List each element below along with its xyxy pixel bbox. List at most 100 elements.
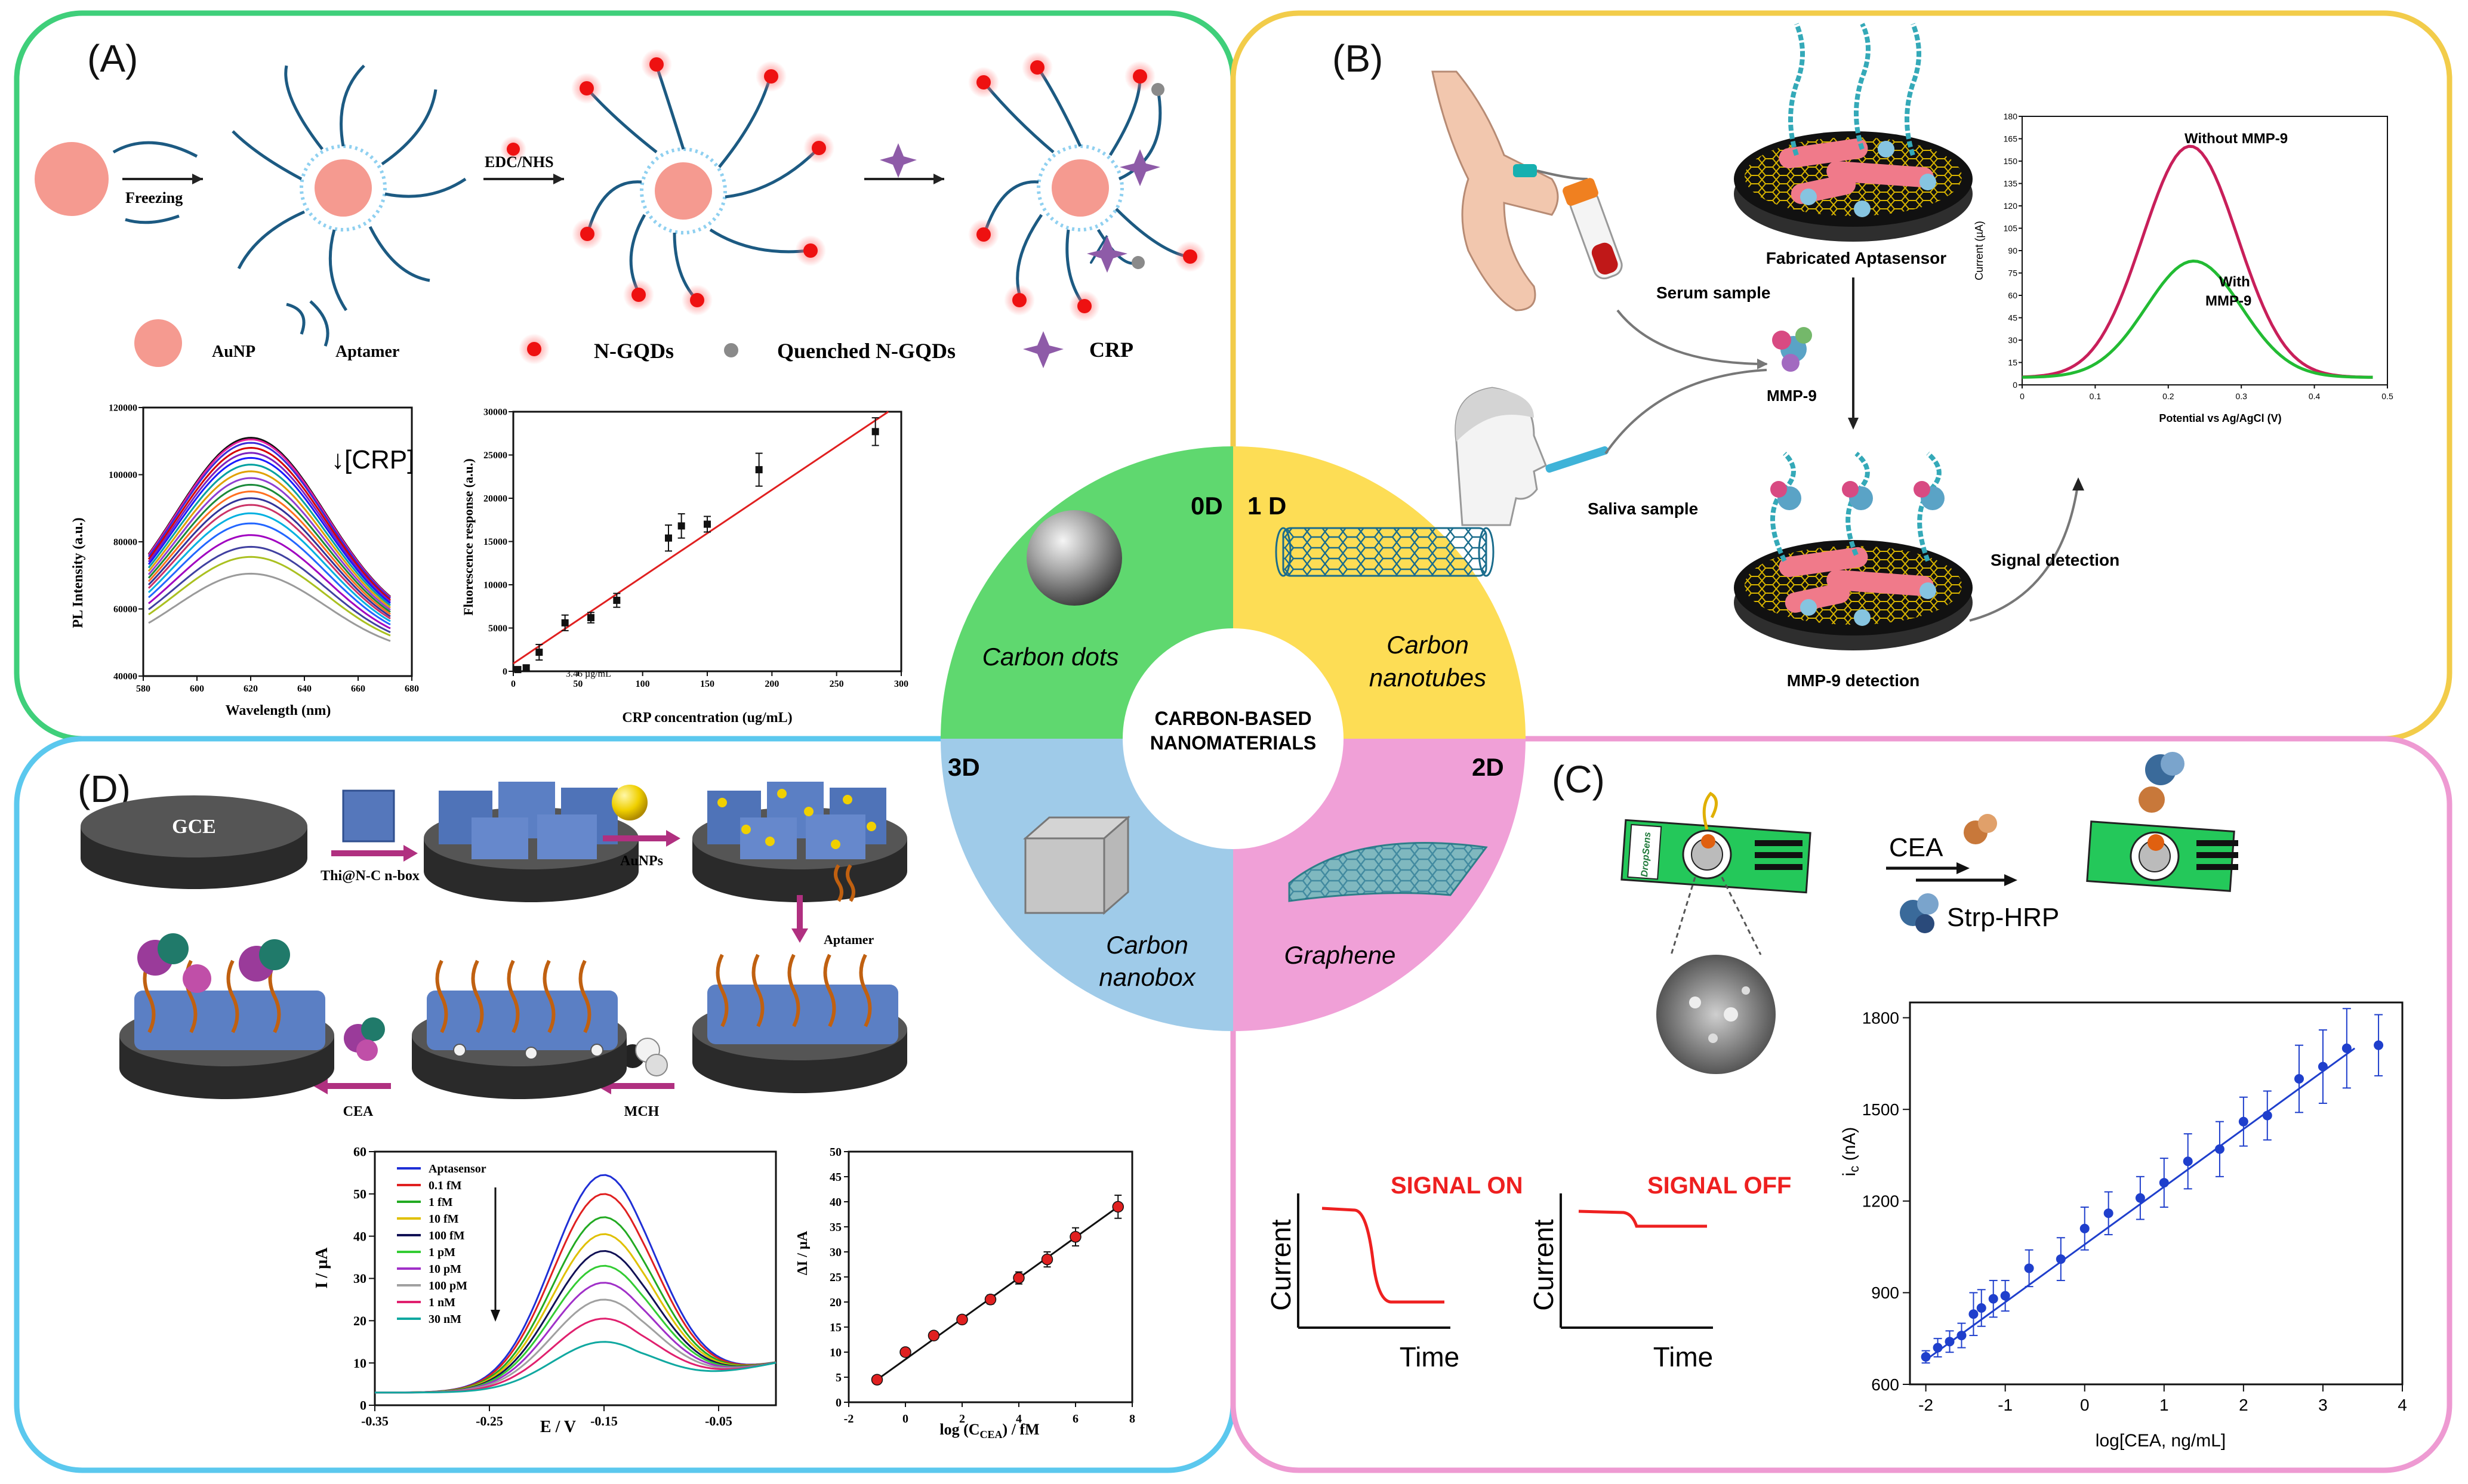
y-tick-label: 75	[2008, 268, 2017, 277]
y-tick-label: 50	[830, 1146, 842, 1159]
pl-spectrum-line	[148, 534, 391, 630]
crp-star	[1120, 149, 1160, 186]
x-tick-label: 620	[244, 684, 258, 694]
dpv-series-line	[2022, 144, 2373, 379]
concentration-arrowhead	[491, 1310, 500, 1322]
cea-linear-ylabel: ΔI / µA	[795, 1230, 811, 1275]
time-xlabel-2: Time	[1653, 1341, 1714, 1372]
y-tick-label: 5000	[488, 624, 507, 634]
data-point	[2374, 1040, 2384, 1050]
x-tick-label: -2	[1918, 1396, 1933, 1414]
strp-hrp-label: Strp-HRP	[1947, 903, 2059, 932]
panel-c-label: (C)	[1552, 758, 1605, 801]
x-tick-label: -0.05	[705, 1414, 732, 1429]
free-aptamer-mid	[309, 300, 329, 347]
x-tick-label: 6	[1073, 1412, 1079, 1426]
legend-aunp: AuNP	[212, 343, 255, 361]
y-tick-label: 30	[830, 1246, 842, 1259]
data-point	[871, 428, 879, 436]
legend-ngqd-icon	[527, 342, 541, 356]
x-tick-label: -2	[844, 1412, 854, 1426]
x-tick-label: -1	[1998, 1396, 2013, 1414]
panel-a-label: (A)	[87, 37, 138, 80]
pl-spectrum-line	[147, 477, 391, 611]
pl-spectrum-line	[147, 512, 391, 622]
cea-dpv-ylabel: I / µA	[313, 1247, 331, 1289]
ngqd-dots-2	[968, 52, 1206, 322]
data-point	[535, 649, 543, 656]
pl-spectrum-line	[147, 452, 391, 603]
panel-b-label: (B)	[1332, 37, 1383, 80]
cea-dpv-xlabel: E / V	[540, 1418, 576, 1436]
panel-b-scheme: Serum sample Saliva sample MMP-9	[1431, 23, 2119, 690]
screen-printed-electrode-result	[2086, 752, 2238, 892]
pl-xlabel: Wavelength (nm)	[226, 703, 331, 718]
carbon-nanobox-label-1: Carbon	[1106, 931, 1188, 959]
data-point	[984, 1294, 997, 1306]
y-tick-label: 15	[2008, 357, 2017, 367]
data-point	[2262, 1110, 2272, 1121]
time-xlabel-1: Time	[1400, 1341, 1460, 1372]
data-point	[899, 1346, 911, 1358]
cea-label-c: CEA	[1889, 833, 1943, 862]
y-tick-label: 15000	[483, 537, 507, 547]
edc-nhs-label: EDC/NHS	[485, 153, 554, 171]
quadrant-0d-label: 0D	[1191, 492, 1223, 520]
pl-spectrum-line	[147, 438, 391, 598]
center-wheel: 0D 1 D 3D 2D CARBON-BASED NANOMATERIALS …	[941, 446, 1526, 1031]
y-tick-label: 120000	[109, 403, 137, 414]
freezing-label: Freezing	[125, 189, 183, 206]
thi-label: Thi@N-C n-box	[321, 868, 420, 884]
data-point	[1956, 1331, 1967, 1341]
blood-tube-cap	[1563, 178, 1598, 206]
y-tick-label: 180	[2004, 112, 2018, 121]
carbon-nanobox-label-2: nanobox	[1099, 963, 1196, 991]
legend-aptamer: Aptamer	[335, 343, 399, 361]
pl-spectrum-line	[147, 446, 391, 601]
without-mmp9-label: Without MMP-9	[2184, 131, 2288, 147]
x-tick-label: -0.35	[361, 1414, 389, 1429]
data-point	[871, 1374, 883, 1386]
legend-quenched-icon	[724, 343, 738, 357]
x-tick-label: 640	[297, 684, 312, 694]
y-tick-label: 1500	[1862, 1100, 1899, 1119]
legend-entry: Aptasensor	[429, 1162, 486, 1176]
y-tick-label: 135	[2004, 178, 2018, 188]
data-point	[1988, 1294, 1998, 1304]
pl-spectrum-line	[148, 545, 391, 633]
x-tick-label: 100	[636, 679, 650, 689]
data-point	[2294, 1074, 2304, 1084]
signal-off-sketch: SIGNAL OFF Current Time	[1528, 1173, 1791, 1372]
panel-a-scheme: Freezing EDC/NHS	[35, 49, 1206, 368]
x-tick-label: 1	[2159, 1396, 2169, 1414]
x-tick-label: 150	[700, 679, 714, 689]
signal-on-sketch: SIGNAL ON Current Time	[1265, 1173, 1523, 1372]
mch-molecule	[621, 1038, 668, 1076]
mmp9-xlabel: Potential vs Ag/AgCl (V)	[2159, 412, 2281, 424]
data-point	[928, 1329, 940, 1342]
y-tick-label: 90	[2008, 246, 2017, 255]
panel-c-scheme: DropSens CEA Strp-HRP	[1265, 752, 2238, 1372]
pl-spectrum-line	[148, 522, 391, 626]
legend-entry: 10 pM	[429, 1263, 461, 1276]
y-tick-label: 1200	[1862, 1192, 1899, 1211]
cea-label-d: CEA	[343, 1104, 374, 1119]
nbox-cube	[342, 789, 395, 843]
gce-electrode	[81, 795, 307, 889]
legend-entry: 100 pM	[429, 1279, 467, 1292]
pl-annotation: ↓[CRP]	[331, 445, 414, 474]
carbon-nanotubes-label-2: nanotubes	[1369, 664, 1486, 692]
y-tick-label: 80000	[113, 538, 137, 548]
graphene-label: Graphene	[1284, 941, 1396, 969]
hair	[1455, 388, 1534, 442]
y-tick-label: 20	[353, 1313, 366, 1328]
y-tick-label: 25	[830, 1271, 842, 1284]
data-point	[755, 466, 763, 474]
gce-nbox-aunp	[692, 782, 907, 902]
x-tick-label: 250	[830, 679, 844, 689]
chip-brand-label: DropSens	[1640, 832, 1653, 878]
